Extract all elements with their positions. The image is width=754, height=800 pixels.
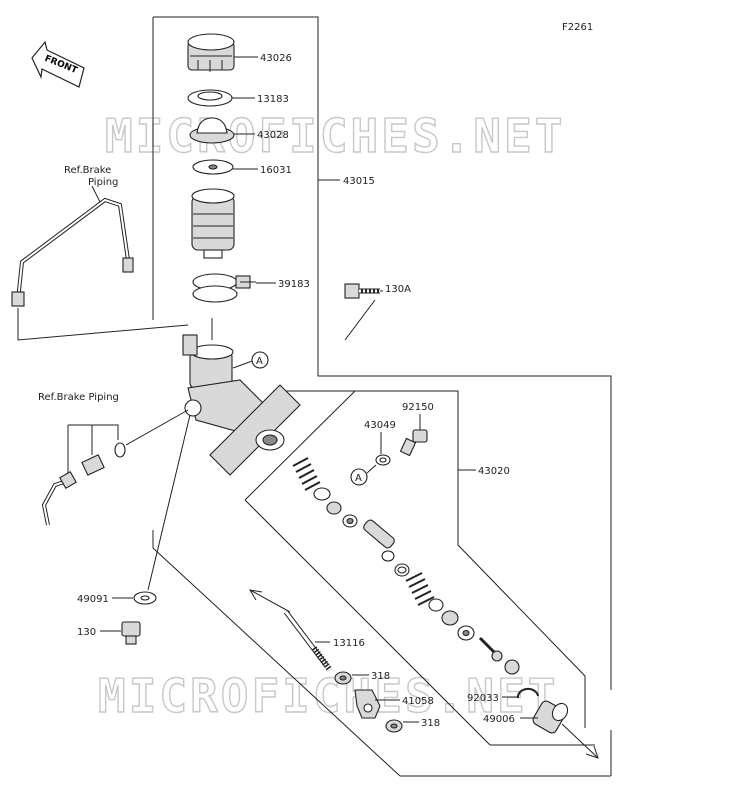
washer-lower xyxy=(114,442,126,458)
label-49091: 49091 xyxy=(77,594,109,605)
piston-primary xyxy=(363,519,395,549)
ref-brake-upper-line2: Piping xyxy=(88,177,118,188)
bolt-92150 xyxy=(399,429,428,457)
callout-a-lower-text: A xyxy=(355,473,362,484)
callout-a-upper-text: A xyxy=(256,356,263,367)
cup-upper xyxy=(326,501,342,515)
label-43015: 43015 xyxy=(343,176,375,187)
bolt-130a xyxy=(344,283,380,299)
retainer-upper xyxy=(313,487,331,501)
callout-a-lower: A xyxy=(350,468,368,486)
label-49006: 49006 xyxy=(483,714,515,725)
label-39183: 39183 xyxy=(278,279,310,290)
push-rod-short xyxy=(478,636,503,662)
label-318-upper: 318 xyxy=(371,671,390,682)
assembly-frame-43020 xyxy=(355,390,586,728)
label-43028: 43028 xyxy=(257,130,289,141)
fitting-lower xyxy=(81,454,105,476)
float-16031 xyxy=(192,159,234,175)
callout-a-upper: A xyxy=(251,351,269,369)
nut-318-lower xyxy=(385,719,403,733)
bolt-130 xyxy=(121,621,141,645)
spring-lower xyxy=(405,572,435,606)
figure-code: F2261 xyxy=(562,22,593,33)
cup-lower xyxy=(441,610,459,626)
retainer-lower xyxy=(428,598,444,612)
plate-13183 xyxy=(187,89,233,107)
label-92150: 92150 xyxy=(402,402,434,413)
label-43026: 43026 xyxy=(260,53,292,64)
label-43020: 43020 xyxy=(478,466,510,477)
nut-318-upper xyxy=(334,671,352,685)
label-43049: 43049 xyxy=(364,420,396,431)
label-13116: 13116 xyxy=(333,638,365,649)
seal-upper xyxy=(342,514,358,528)
piston-end xyxy=(504,659,520,675)
seal-middle xyxy=(381,550,395,562)
dust-boot-49006 xyxy=(532,700,569,734)
watermark-bottom: MICROFICHES.NET xyxy=(98,669,558,723)
assembly-frame-43015 xyxy=(153,16,612,690)
snap-ring-92033 xyxy=(516,688,539,699)
brake-pipe-upper xyxy=(11,197,134,307)
label-13183: 13183 xyxy=(257,94,289,105)
reservoir-cap-43026 xyxy=(187,33,235,72)
watermark-top: MICROFICHES.NET xyxy=(105,109,565,163)
label-92033: 92033 xyxy=(467,693,499,704)
clevis-41058 xyxy=(354,689,381,719)
hose-clamp-39183 xyxy=(192,273,256,303)
washer-49091 xyxy=(133,591,157,605)
front-arrow-icon: FRONT xyxy=(31,40,85,88)
label-41058: 41058 xyxy=(402,696,434,707)
ref-brake-upper-line1: Ref.Brake xyxy=(64,165,111,176)
ring-middle xyxy=(394,563,410,577)
spring-upper xyxy=(292,457,321,491)
diaphragm-43028 xyxy=(189,117,235,144)
label-130a: 130A xyxy=(385,284,411,295)
label-16031: 16031 xyxy=(260,165,292,176)
label-130: 130 xyxy=(77,627,96,638)
washer-43049 xyxy=(375,454,391,466)
master-cylinder-body xyxy=(182,334,301,476)
ref-brake-lower: Ref.Brake Piping xyxy=(38,392,119,403)
brake-pipe-lower xyxy=(41,471,77,526)
reservoir xyxy=(191,188,235,259)
push-rod-13116 xyxy=(284,610,333,672)
label-318-lower: 318 xyxy=(421,718,440,729)
seal-lower xyxy=(457,625,475,641)
